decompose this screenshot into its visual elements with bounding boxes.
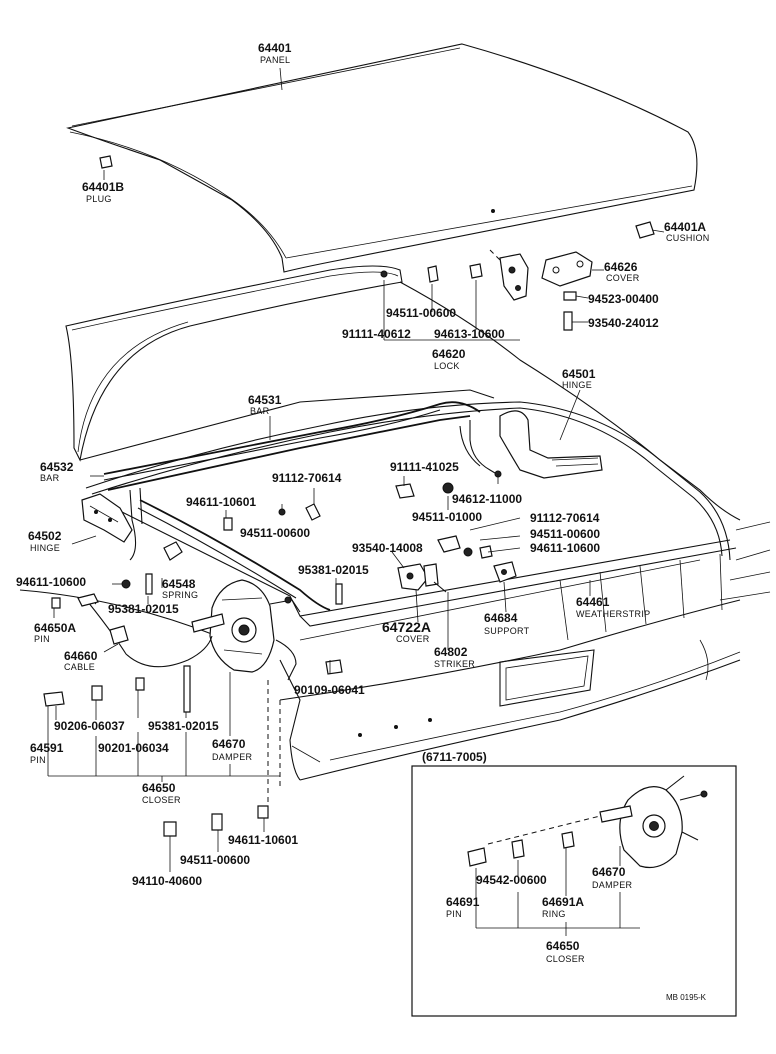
car-body-drawing <box>19 281 771 781</box>
hinge-right-drawing <box>459 410 603 479</box>
label-94511-01000: 94511-01000 <box>412 510 482 524</box>
label-cover-64626: COVER <box>606 273 640 283</box>
striker-drawing <box>397 561 517 593</box>
label-90201-06034: 90201-06034 <box>98 741 169 755</box>
label-64401: 64401 <box>258 41 292 55</box>
label-64670: 64670 <box>212 737 246 751</box>
label-94613-10600: 94613-10600 <box>434 327 505 341</box>
label-spring: SPRING <box>162 590 198 600</box>
label-64684: 64684 <box>484 611 518 625</box>
label-64620: 64620 <box>432 347 466 361</box>
label-95381-02015-b: 95381-02015 <box>108 602 179 616</box>
label-64722a: 64722A <box>382 619 431 635</box>
label-64660: 64660 <box>64 649 98 663</box>
label-94611-10601-a: 94611-10601 <box>186 495 256 509</box>
label-91111-41025: 91111-41025 <box>390 460 459 474</box>
label-93540-24012: 93540-24012 <box>588 316 659 330</box>
inset-box <box>411 765 737 1017</box>
closer-main-drawing <box>191 579 301 681</box>
label-91112-70614-b: 91112-70614 <box>530 511 600 525</box>
label-91111-40612: 91111-40612 <box>342 327 411 341</box>
label-cable: CABLE <box>64 662 95 672</box>
weatherstrip-loop-drawing <box>65 265 495 462</box>
label-64802: 64802 <box>434 645 468 659</box>
labels: 64401 PANEL 64401B PLUG 64401A CUSHION 6… <box>16 41 710 1002</box>
label-64548: 64548 <box>162 577 196 591</box>
label-94611-10600-b: 94611-10600 <box>530 541 600 555</box>
label-cover-64722a: COVER <box>396 634 430 644</box>
inset-label-pin: PIN <box>446 909 462 919</box>
label-damper: DAMPER <box>212 752 253 762</box>
label-64650: 64650 <box>142 781 176 795</box>
label-64650a: 64650A <box>34 621 76 635</box>
label-hinge-left: HINGE <box>30 543 60 553</box>
label-64591: 64591 <box>30 741 64 755</box>
label-closer: CLOSER <box>142 795 181 805</box>
lock-drawing <box>489 249 529 301</box>
label-93540-14008: 93540-14008 <box>352 541 423 555</box>
label-lock: LOCK <box>434 361 460 371</box>
label-94511-00600-e: 94511-00600 <box>180 853 250 867</box>
label-94611-10601-d: 94611-10601 <box>228 833 298 847</box>
label-64401a: 64401A <box>664 220 706 234</box>
label-94511-00600-b: 94511-00600 <box>240 526 310 540</box>
inset-label-64650: 64650 <box>546 939 580 953</box>
label-64501: 64501 <box>562 367 596 381</box>
label-64532: 64532 <box>40 460 74 474</box>
label-91112-70614-a: 91112-70614 <box>272 471 342 485</box>
inset-label-64691a: 64691A <box>542 895 584 909</box>
inset-label-94542-00600: 94542-00600 <box>476 873 547 887</box>
label-striker: STRIKER <box>434 659 475 669</box>
label-94611-10600-c: 94611-10600 <box>16 575 86 589</box>
label-cushion: CUSHION <box>666 233 710 243</box>
label-94511-00600-a: 94511-00600 <box>386 306 456 320</box>
label-pin-a: PIN <box>34 634 50 644</box>
label-94612-11000: 94612-11000 <box>452 492 522 506</box>
label-90206-06037: 90206-06037 <box>54 719 125 733</box>
cover-64626-drawing <box>541 251 593 287</box>
cable-drawing <box>77 593 213 668</box>
inset-label-64691: 64691 <box>446 895 480 909</box>
inset-label-64670: 64670 <box>592 865 626 879</box>
inset-label-ring: RING <box>542 909 566 919</box>
label-panel: PANEL <box>260 55 290 65</box>
label-pin: PIN <box>30 755 46 765</box>
leader-lines <box>47 67 665 872</box>
torsion-bars-drawing <box>103 401 481 611</box>
label-bar: BAR <box>250 406 270 416</box>
label-95381-02015-c: 95381-02015 <box>148 719 219 733</box>
label-64461: 64461 <box>576 595 610 609</box>
label-support: SUPPORT <box>484 626 530 636</box>
inset-label-closer: CLOSER <box>546 954 585 964</box>
label-94523-00400: 94523-00400 <box>588 292 659 306</box>
inset-range-label: (6711-7005) <box>422 750 487 764</box>
label-bar-2: BAR <box>40 473 60 483</box>
label-95381-02015-a: 95381-02015 <box>298 563 369 577</box>
label-plug: PLUG <box>86 194 112 204</box>
label-94511-00600-d: 94511-00600 <box>530 527 600 541</box>
label-90109-06041: 90109-06041 <box>294 683 365 697</box>
label-64531: 64531 <box>248 393 282 407</box>
label-weatherstrip: WEATHERSTRIP <box>576 609 650 619</box>
drawing-code: MB 0195-K <box>666 993 707 1002</box>
label-64502: 64502 <box>28 529 62 543</box>
inset-label-damper: DAMPER <box>592 880 633 890</box>
fasteners-drawing <box>43 155 655 837</box>
label-94110-40600: 94110-40600 <box>132 874 202 888</box>
panel-drawing <box>66 43 698 273</box>
label-64401b: 64401B <box>82 180 124 194</box>
hinge-left-drawing <box>81 493 133 543</box>
label-64626: 64626 <box>604 260 638 274</box>
label-hinge-right: HINGE <box>562 380 592 390</box>
